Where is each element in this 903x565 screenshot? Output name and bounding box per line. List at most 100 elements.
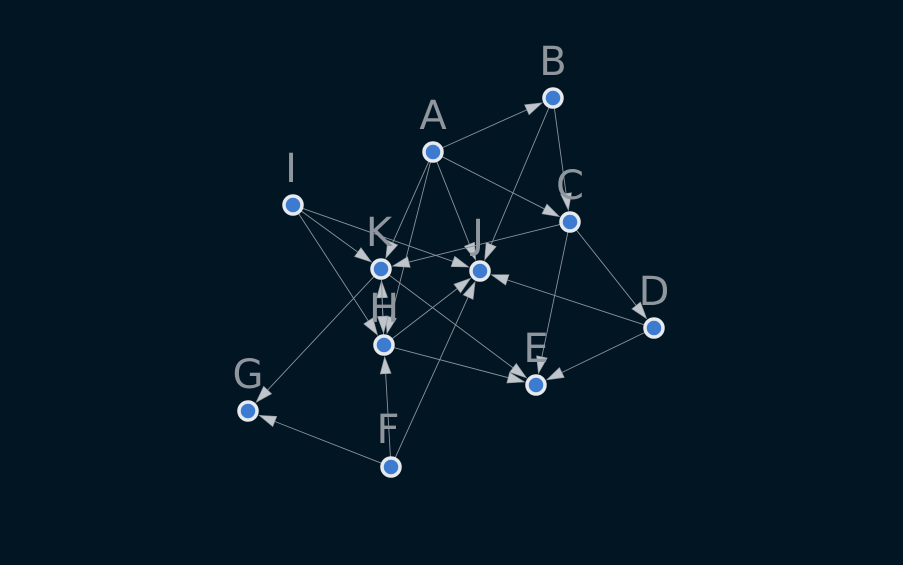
edge-line — [559, 331, 646, 374]
node-G[interactable]: G — [233, 352, 264, 422]
edge-line — [406, 223, 561, 263]
nodes-layer: A B C D E F G H I J K — [233, 39, 670, 478]
node-circle[interactable] — [373, 334, 395, 356]
edge-line — [265, 275, 375, 392]
node-label: C — [556, 163, 584, 209]
arrowhead — [545, 367, 565, 381]
node-label: H — [369, 286, 399, 332]
edge-B-J — [484, 107, 550, 262]
arrowhead — [391, 256, 411, 268]
node-circle[interactable] — [542, 87, 564, 109]
arrowhead — [506, 371, 526, 384]
edge-line — [298, 213, 370, 323]
edge-line — [441, 108, 529, 149]
edge-F-H — [379, 355, 392, 458]
arrowhead — [631, 301, 648, 320]
node-circle[interactable] — [643, 317, 665, 339]
edge-A-C — [441, 156, 561, 218]
arrowhead — [453, 277, 472, 294]
arrowhead — [484, 241, 497, 262]
node-circle[interactable] — [282, 194, 304, 216]
arrowhead — [255, 385, 273, 404]
node-K[interactable]: K — [366, 210, 394, 280]
node-circle[interactable] — [370, 258, 392, 280]
edge-line — [385, 371, 391, 458]
arrowhead — [524, 102, 544, 116]
node-circle[interactable] — [525, 374, 547, 396]
node-circle[interactable] — [237, 400, 259, 422]
edge-D-J — [490, 274, 645, 326]
node-label: J — [469, 212, 484, 258]
node-label: K — [366, 210, 394, 256]
edge-K-G — [255, 275, 375, 404]
node-label: I — [285, 146, 297, 192]
node-D[interactable]: D — [639, 269, 670, 339]
node-label: D — [639, 269, 670, 315]
node-F[interactable]: F — [376, 407, 402, 478]
edge-A-K — [385, 160, 430, 260]
edge-line — [436, 161, 471, 247]
node-circle[interactable] — [422, 141, 444, 163]
edge-C-K — [391, 223, 561, 268]
node-label: B — [539, 39, 566, 85]
edge-K-H — [376, 278, 389, 335]
node-circle[interactable] — [380, 456, 402, 478]
edge-line — [302, 207, 455, 263]
edge-A-J — [436, 161, 477, 261]
node-A[interactable]: A — [419, 93, 447, 163]
node-label: A — [419, 93, 447, 139]
arrowhead — [463, 241, 477, 261]
edge-A-B — [441, 102, 544, 149]
edge-line — [391, 160, 430, 245]
node-C[interactable]: C — [556, 163, 584, 233]
node-label: E — [523, 326, 548, 372]
edge-F-G — [258, 414, 382, 464]
arrowhead — [354, 247, 373, 263]
edge-B-C — [553, 107, 572, 212]
edge-line — [390, 161, 431, 320]
edge-H-J — [391, 277, 472, 340]
edge-line — [505, 278, 645, 326]
edge-I-K — [300, 210, 373, 263]
arrowhead — [379, 355, 392, 375]
arrowhead — [385, 315, 397, 335]
edge-H-E — [393, 347, 526, 384]
node-E[interactable]: E — [523, 326, 549, 396]
arrowhead — [509, 362, 528, 379]
arrowhead — [385, 240, 399, 260]
edge-I-H — [298, 213, 379, 336]
node-label: G — [233, 352, 264, 398]
edge-line — [441, 156, 547, 211]
edge-line — [272, 420, 382, 464]
arrowhead — [450, 255, 470, 268]
node-J[interactable]: J — [469, 212, 491, 282]
arrowhead — [462, 280, 476, 300]
edge-line — [388, 274, 515, 370]
edge-F-J — [394, 280, 476, 459]
arrowhead — [536, 355, 548, 375]
arrowhead — [376, 315, 389, 335]
edge-D-E — [545, 331, 646, 381]
edge-line — [553, 107, 567, 196]
arrowhead — [258, 414, 278, 428]
edge-line — [380, 278, 384, 319]
node-label: F — [376, 407, 399, 453]
edge-line — [394, 295, 470, 459]
node-circle[interactable] — [559, 211, 581, 233]
edge-A-H — [385, 161, 431, 335]
node-H[interactable]: H — [369, 286, 399, 356]
arrowhead — [490, 274, 510, 286]
edge-line — [393, 347, 511, 379]
arrowhead — [541, 203, 561, 218]
arrowhead — [363, 317, 379, 336]
edge-I-J — [302, 207, 470, 268]
node-B[interactable]: B — [539, 39, 567, 109]
edge-line — [575, 229, 638, 308]
node-I[interactable]: I — [282, 146, 304, 216]
edge-line — [300, 210, 360, 254]
edges-layer — [255, 102, 648, 464]
edge-K-E — [388, 274, 528, 379]
node-circle[interactable] — [469, 260, 491, 282]
edge-C-D — [575, 229, 648, 320]
